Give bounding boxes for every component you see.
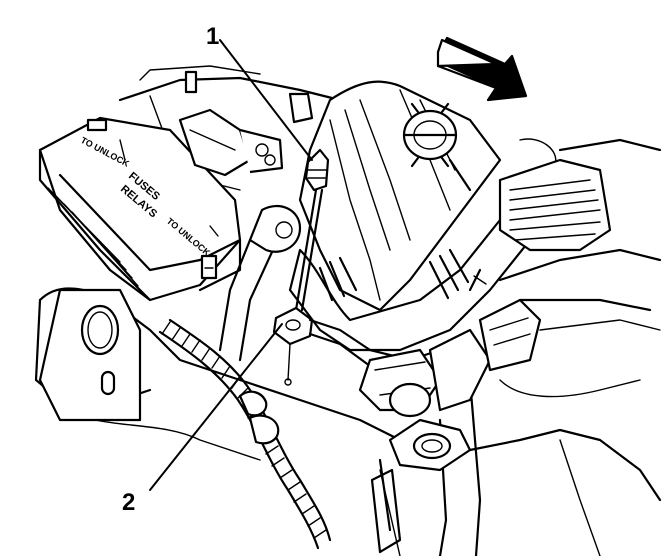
- front-direction-arrow: [436, 36, 528, 102]
- lower-mount: [370, 418, 472, 554]
- engine-cover: [298, 80, 502, 312]
- intake-ribs: [498, 158, 612, 252]
- left-bracket: [38, 288, 142, 422]
- lower-connectors: [358, 268, 542, 418]
- top-left-fittings: [178, 70, 314, 362]
- wiring-harness-loom: [158, 318, 332, 550]
- callout-1: 1: [206, 23, 219, 50]
- callout-leaders: [149, 39, 313, 491]
- fuse-relay-box: TO UNLOCK FUSES RELAYS TO UNLOCK: [38, 116, 242, 302]
- callout-2: 2: [122, 489, 135, 516]
